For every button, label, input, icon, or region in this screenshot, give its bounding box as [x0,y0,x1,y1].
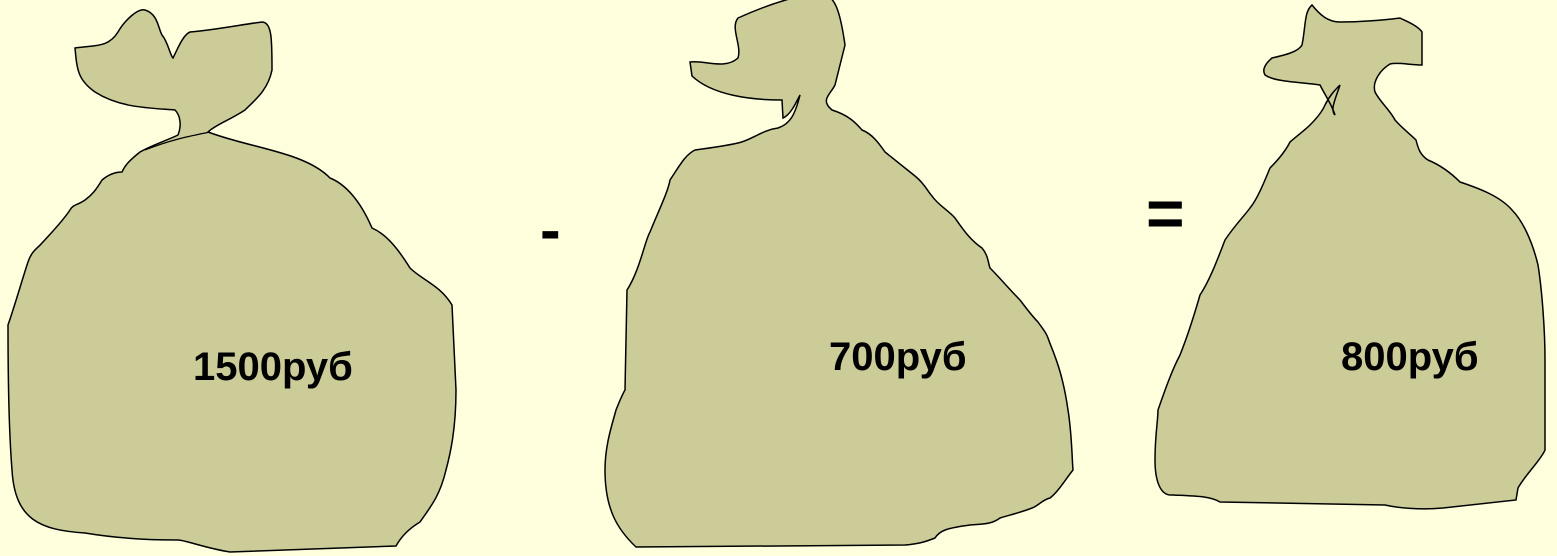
bag-3-shape [1155,5,1545,509]
bag-3-label: 800руб [1341,335,1479,380]
